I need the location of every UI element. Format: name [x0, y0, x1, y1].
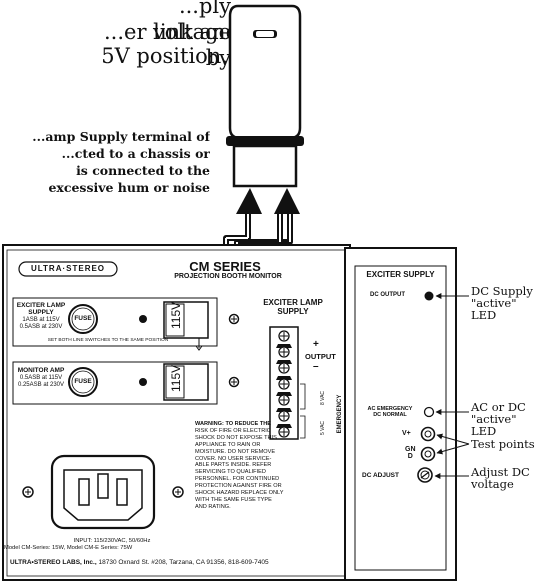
warning-line: SHOCK HAZARD REPLACE ONLY	[195, 490, 284, 497]
warning-line: WITH THE SAME FUSE TYPE	[195, 496, 272, 503]
note-line-4: excessive hum or noise	[48, 180, 210, 195]
monitor-switch-label: 115V	[169, 364, 183, 392]
terminal-plus: +	[313, 339, 319, 350]
callout-adjust-1: Adjust DC	[471, 465, 530, 479]
warning-line: MOISTURE. DO NOT REMOVE	[195, 448, 276, 455]
dc-normal-label: DC NORMAL	[373, 412, 407, 418]
footer-address: 18730 Oxnard St. #208, Tarzana, CA 91356…	[96, 559, 269, 566]
warning-line: COVER. NO USER SERVICE-	[195, 455, 272, 462]
warning-line: AND RATING.	[195, 503, 231, 510]
exciter-fuse-spec-1: 1ASB at 115V	[22, 317, 60, 323]
warning-text: WARNING: TO REDUCE THE RISK OF FIRE OR E…	[195, 421, 299, 511]
callout-ac-led-2: "active" LED	[471, 412, 517, 438]
warning-line: ABLE PARTS INSIDE. REFER	[195, 462, 272, 469]
exciter-fuse-spec-2: 0.5ASB at 230V	[19, 324, 63, 330]
label-8vac: 8 VAC	[320, 390, 326, 406]
monitor-fuse-spec-1: 0.5ASB at 115V	[19, 375, 63, 381]
ultra-stereo-logo	[18, 261, 118, 277]
callout-dc-led-2: "active" LED	[471, 296, 517, 322]
intro-line-3: 5V position.	[101, 44, 228, 68]
exciter-fuse-title-2: SUPPLY	[28, 309, 54, 316]
note-line-1: ...amp Supply terminal of	[32, 129, 210, 144]
terminal-title-2: SUPPLY	[277, 307, 309, 316]
switch-note: SET BOTH LINE SWITCHES TO THE SAME POSIT…	[47, 338, 169, 343]
label-emergency: EMERGENCY	[337, 394, 343, 434]
monitor-fuse-spec-2: 0.25ASB at 230V	[17, 382, 65, 388]
warning-line: PERSONNEL. FOR CONTINUED	[195, 476, 280, 483]
monitor-fuse-label: FUSE	[74, 378, 92, 385]
dc-output-led	[424, 291, 434, 301]
callout-ac-led-1: AC or DC	[471, 400, 526, 414]
terminal-output: OUTPUT	[305, 352, 336, 361]
monitor-fuse-title: MONITOR AMP	[17, 367, 65, 374]
ac-emergency-led	[423, 406, 435, 418]
footer-brand: ULTRA•STEREO LABS, Inc.,	[10, 559, 97, 566]
gnd-label-1: GN	[405, 446, 416, 453]
warning-line: SERVICING TO QUALIFIED	[195, 469, 266, 476]
label-5vac: 5 VAC	[320, 420, 326, 436]
arrow-head-left	[236, 188, 262, 214]
dc-adjust-label: DC ADJUST	[362, 472, 399, 479]
callout-dc-led-1: DC Supply	[471, 284, 533, 298]
gnd-label-2: D	[407, 453, 413, 460]
arrow-head-right	[274, 188, 300, 214]
dc-output-label: DC OUTPUT	[370, 292, 405, 298]
note-line-3: is connected to the	[76, 163, 210, 178]
warning-line: SHOCK DO NOT EXPOSE THIS	[195, 434, 277, 441]
vplus-label: V+	[402, 430, 411, 437]
mounting-screw	[139, 315, 147, 323]
warning-line: WARNING: TO REDUCE THE	[195, 421, 272, 427]
callout-adjust-2: voltage	[471, 477, 514, 491]
power-inlet	[22, 454, 184, 530]
warning-line: APPLIANCE TO RAIN OR	[195, 441, 261, 448]
series-subtitle: PROJECTION BOOTH MONITOR	[174, 273, 282, 280]
callout-test-points: Test points	[471, 437, 535, 451]
ac-emergency-label: AC EMERGENCY	[367, 406, 413, 412]
terminal-strip	[269, 326, 299, 440]
exciter-switch-label: 115V	[169, 301, 183, 329]
monitor-fuse-holder[interactable]	[68, 367, 98, 397]
footer-address-line: ULTRA•STEREO LABS, Inc., 18730 Oxnard St…	[10, 559, 345, 566]
callout-leaders	[434, 293, 470, 479]
note-line-2: ...cted to a chassis or	[61, 146, 210, 161]
exciter-fuse-title-1: EXCITER LAMP	[16, 302, 66, 309]
intro-line-2: ...er link and moving	[104, 20, 231, 44]
exciter-fuse-label: FUSE	[74, 315, 92, 322]
exciter-fuse-holder[interactable]	[68, 304, 98, 334]
intro-line-1: ...ply voltage by	[152, 0, 231, 70]
exciter-module	[344, 247, 457, 581]
series-title: CM SERIES	[189, 259, 261, 274]
warning-line: RISK OF FIRE OR ELECTRIC	[195, 427, 271, 434]
input-rating-1: INPUT: 115/230VAC, 50/60Hz	[73, 538, 151, 544]
terminal-minus: –	[313, 361, 319, 372]
exciter-module-title: EXCITER SUPPLY	[366, 270, 435, 279]
warning-line: PROTECTION AGAINST FIRE OR	[195, 483, 282, 490]
screwdriver-icon	[226, 4, 304, 188]
terminal-title-1: EXCITER LAMP	[263, 298, 323, 307]
input-rating-2: Model CM-Series: 15W, Model CM-E Series:…	[4, 545, 133, 551]
brand-logo-text: ULTRA·STEREO	[30, 264, 106, 273]
